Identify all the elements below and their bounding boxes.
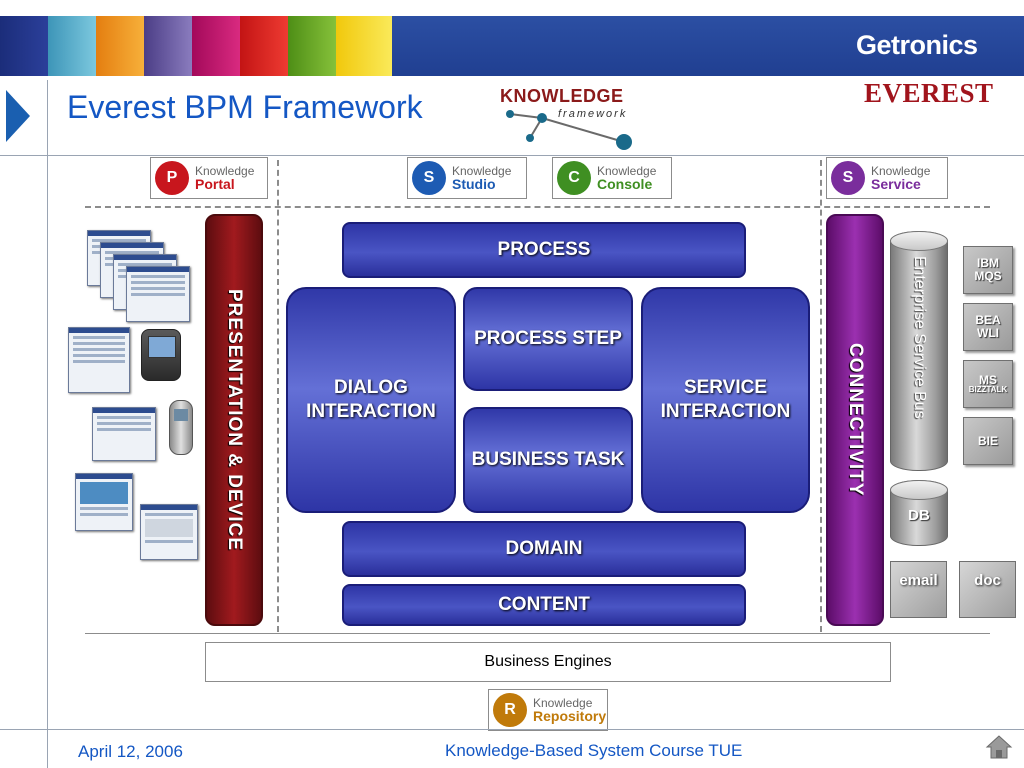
service-icon: S [831,161,865,195]
top-dashed-divider [85,206,990,208]
studio-name-label: Studio [452,176,496,192]
framework-logo-text: framework [558,108,628,120]
service-interaction-box: SERVICE INTERACTION [641,287,810,513]
mobile-phone-icon [169,400,193,455]
banner-bar [392,16,1024,76]
bottom-divider [85,633,990,634]
bie-box: BIE [963,417,1013,465]
knowledge-console-badge[interactable]: C Knowledge Console [552,157,672,199]
color-stripe-7 [288,16,336,76]
domain-box: DOMAIN [342,521,746,577]
knowledge-service-badge[interactable]: S Knowledge Service [826,157,948,199]
header-banner: Getronics [0,0,1024,76]
esb-label: Enterprise Service Bus [911,256,928,419]
home-icon[interactable] [985,733,1013,761]
title-divider [0,155,1024,156]
ms-label: MS [979,372,997,387]
console-knowledge-label: Knowledge [597,164,657,178]
studio-icon: S [412,161,446,195]
business-engines-box: Business Engines [205,642,891,682]
process-step-box: PROCESS STEP [463,287,633,391]
presentation-device-label: PRESENTATION & DEVICE [224,288,245,552]
presentation-device-bar: PRESENTATION & DEVICE [205,214,263,626]
page-title: Everest BPM Framework [67,89,423,125]
service-name-label: Service [871,176,921,192]
color-stripe-8 [336,16,392,76]
portal-name-label: Portal [195,176,235,192]
service-knowledge-label: Knowledge [871,164,931,178]
color-stripe-5 [192,16,240,76]
console-icon: C [557,161,591,195]
left-divider [47,80,48,768]
business-task-box: BUSINESS TASK [463,407,633,513]
repository-icon: R [493,693,527,727]
knowledge-studio-badge[interactable]: S Knowledge Studio [407,157,527,199]
console-name-label: Console [597,176,653,192]
getronics-logo: Getronics [856,30,978,60]
connectivity-bar: CONNECTIVITY [826,214,884,626]
portal-icon: P [155,161,189,195]
email-box: email [890,561,947,618]
connectivity-label: CONNECTIVITY [845,343,866,497]
footer-course: Knowledge-Based System Course TUE [445,741,743,760]
screenshot-thumbnail [68,327,130,393]
studio-knowledge-label: Knowledge [452,164,512,178]
screenshot-thumbnail [75,473,133,531]
color-stripe-3 [96,16,144,76]
repository-name-label: Repository [533,708,607,724]
everest-logo: EVEREST [864,78,994,108]
title-arrow-icon [6,90,30,142]
color-stripe-6 [240,16,288,76]
knowledge-repository-badge[interactable]: R Knowledge Repository [488,689,608,731]
left-dashed-divider [277,160,279,632]
knowledge-framework-logo: KNOWLEDGE framework [500,84,650,150]
color-stripe-2 [48,16,96,76]
doc-box: doc [959,561,1016,618]
portal-knowledge-label: Knowledge [195,164,255,178]
process-box: PROCESS [342,222,746,278]
repository-knowledge-label: Knowledge [533,696,593,710]
network-nodes-icon [506,110,632,150]
content-box: CONTENT [342,584,746,626]
dialog-interaction-box: DIALOG INTERACTION [286,287,456,513]
bea-wli-box: BEA WLI [963,303,1013,351]
pda-icon [141,329,181,381]
footer-date: April 12, 2006 [78,742,183,761]
db-cylinder: DB [890,480,948,546]
right-dashed-divider [820,160,822,632]
screenshot-thumbnail [126,266,190,322]
knowledge-logo-text: KNOWLEDGE [500,86,624,106]
screenshot-thumbnail [140,504,198,560]
screenshot-thumbnail [92,407,156,461]
biztalk-label: BIZZTALK [968,385,1008,395]
color-stripe-1 [0,16,48,76]
footer-divider [0,729,1024,730]
ms-biztalk-box: MS BIZZTALK [963,360,1013,408]
color-stripe-4 [144,16,192,76]
db-label: DB [908,507,930,524]
ibm-mqs-box: IBM MQS [963,246,1013,294]
knowledge-portal-badge[interactable]: P Knowledge Portal [150,157,268,199]
enterprise-service-bus-cylinder: Enterprise Service Bus [890,231,948,471]
